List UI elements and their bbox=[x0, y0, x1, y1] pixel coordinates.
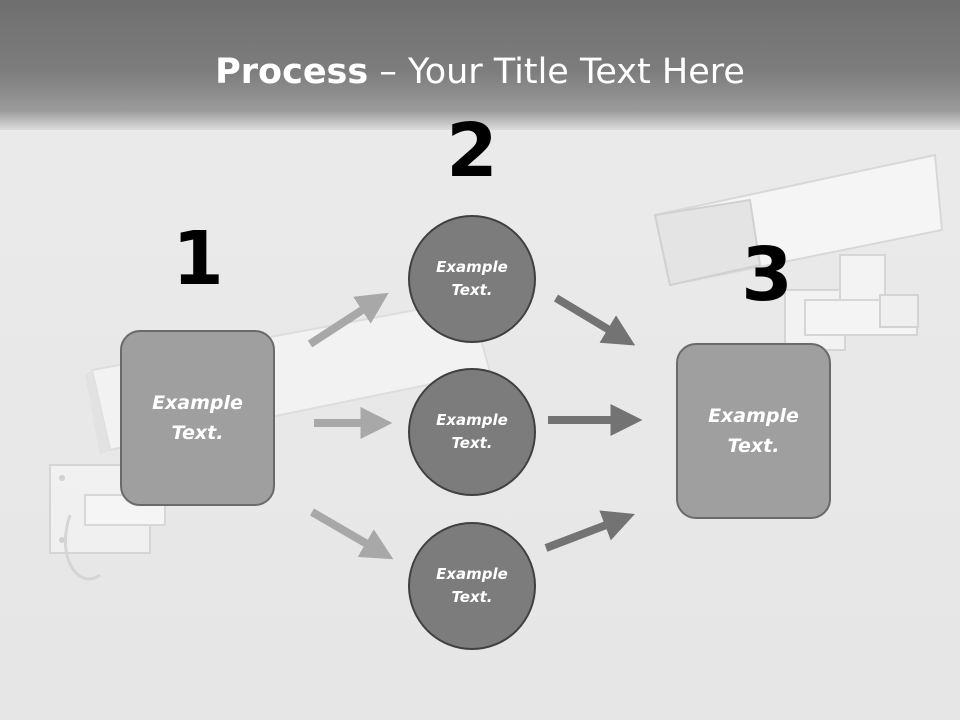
step-2-circle-top[interactable]: Example Text. bbox=[408, 215, 536, 343]
step-2-circle-middle-text: Example Text. bbox=[436, 411, 508, 452]
step-2-circle-top-text: Example Text. bbox=[436, 258, 508, 299]
arrow-top-to-step3 bbox=[553, 294, 636, 346]
step-3-box[interactable]: Example Text. bbox=[676, 343, 831, 519]
title-bar bbox=[0, 0, 960, 130]
arrow-step1-to-bottom bbox=[309, 508, 394, 560]
arrow-step1-to-top bbox=[307, 292, 389, 348]
step-1-box[interactable]: Example Text. bbox=[120, 330, 275, 506]
slide-title: Process – Your Title Text Here bbox=[0, 52, 960, 92]
step-number-3: 3 bbox=[741, 232, 793, 318]
step-2-circle-bottom-text: Example Text. bbox=[436, 565, 508, 606]
step-3-box-text: Example Text. bbox=[708, 405, 799, 457]
step-1-box-text: Example Text. bbox=[152, 392, 243, 444]
step-number-1: 1 bbox=[172, 216, 224, 302]
step-2-circle-bottom[interactable]: Example Text. bbox=[408, 522, 536, 650]
title-rest-part: Your Title Text Here bbox=[407, 52, 745, 92]
step-number-2: 2 bbox=[446, 108, 498, 194]
title-bold-part: Process bbox=[215, 52, 369, 92]
title-dash: – bbox=[368, 52, 408, 92]
step-2-circle-middle[interactable]: Example Text. bbox=[408, 368, 536, 496]
arrow-bottom-to-step3 bbox=[544, 510, 635, 552]
